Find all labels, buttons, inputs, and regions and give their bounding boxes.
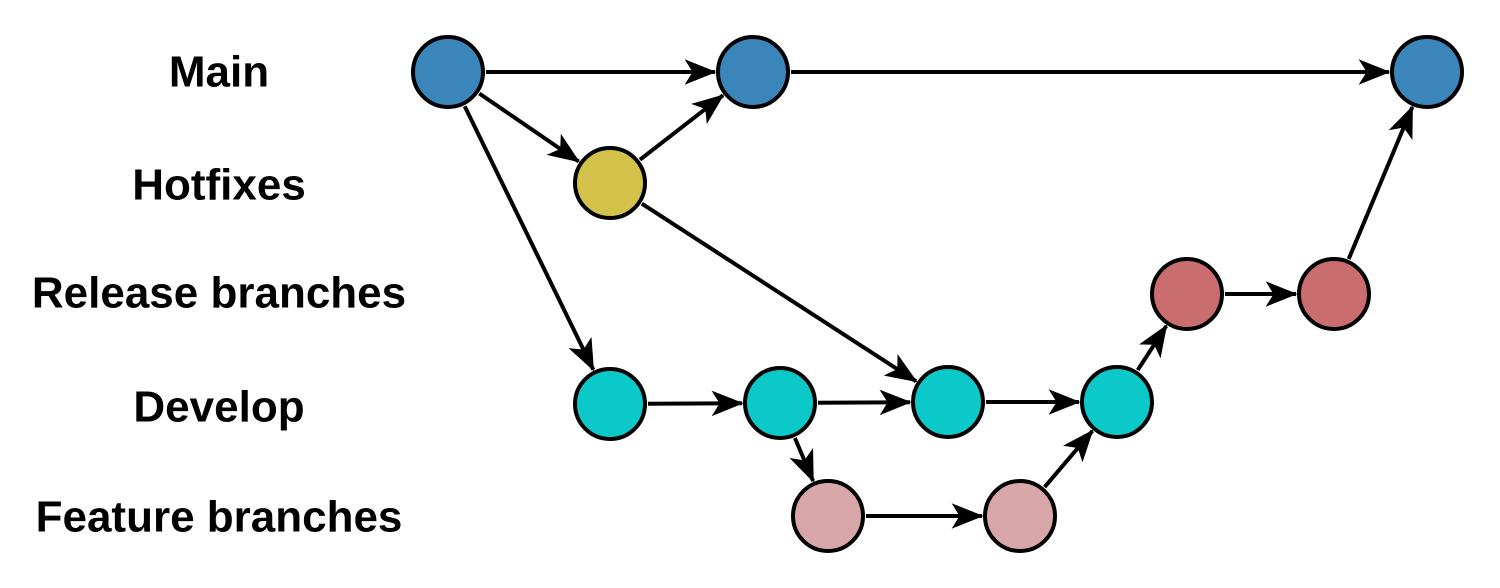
- lane-label-develop: Develop: [133, 383, 304, 432]
- commit-node-release-1: [1150, 257, 1224, 331]
- node-layer: [411, 35, 1464, 553]
- edge-feature-2-to-develop-4: [1043, 429, 1094, 489]
- lane-label-main: Main: [169, 48, 269, 97]
- edge-develop-2-to-develop-3: [817, 389, 912, 416]
- edge-hotfix-1-to-develop-3: [640, 202, 918, 383]
- commit-node-develop-2: [743, 366, 817, 440]
- commit-node-hotfix-1: [573, 146, 647, 220]
- commit-node-release-2: [1297, 257, 1371, 331]
- edge-develop-2-to-feature-1: [789, 437, 815, 483]
- edge-develop-1-to-develop-2: [647, 390, 744, 417]
- commit-node-feature-1: [791, 479, 865, 553]
- lane-label-hotfixes: Hotfixes: [132, 161, 306, 210]
- commit-node-feature-2: [983, 479, 1057, 553]
- edge-hotfix-1-to-main-2: [638, 93, 725, 162]
- commit-node-develop-4: [1080, 365, 1154, 439]
- commit-node-main-2: [716, 35, 790, 109]
- edge-main-1-to-develop-1: [462, 105, 596, 372]
- edge-main-1-to-hotfix-1: [478, 91, 581, 164]
- commit-node-develop-3: [911, 365, 985, 439]
- lane-label-feature-branches: Feature branches: [36, 493, 403, 542]
- edge-layer: [462, 59, 1415, 529]
- edge-develop-4-to-release-1: [1136, 324, 1168, 372]
- commit-node-main-3: [1390, 35, 1464, 109]
- commit-node-main-1: [411, 35, 485, 109]
- lane-label-release-branches: Release branches: [32, 269, 406, 318]
- commit-node-develop-1: [573, 367, 647, 441]
- edge-release-2-to-main-3: [1346, 105, 1415, 260]
